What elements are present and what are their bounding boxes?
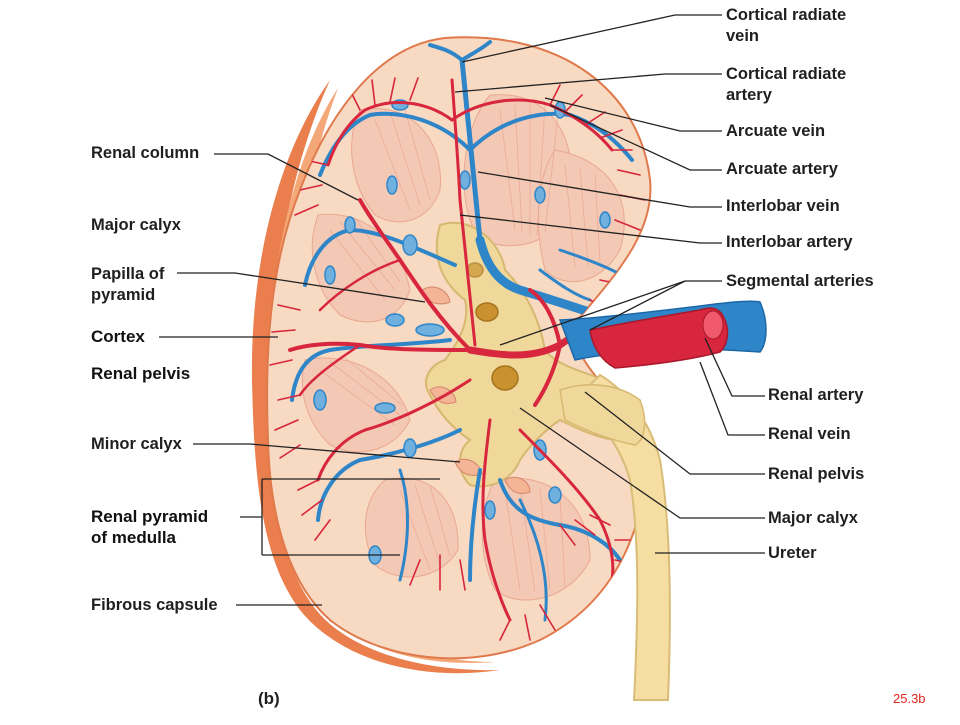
label-major-calyx-left: Major calyx [91, 216, 181, 234]
label-renal-pyramid-line-2: of medulla [91, 528, 177, 547]
leader-lines [159, 14, 765, 606]
renal-artery-lumen-icon [702, 310, 724, 340]
label-cortical-radiate-artery-line-2: artery [726, 86, 772, 104]
label-renal-artery: Renal artery [768, 386, 864, 404]
label-renal-vein: Renal vein [768, 425, 851, 443]
renal-pelvis-outlet [559, 384, 646, 446]
vein-cross-sections [313, 99, 611, 565]
renal-artery-vessel [589, 307, 729, 369]
calyx-openings [466, 262, 519, 391]
ureter-shape [573, 373, 671, 701]
label-papilla-of-pyramid: Papilla of pyramid [91, 264, 164, 306]
label-arcuate-vein: Arcuate vein [726, 122, 826, 140]
label-cortical-radiate-artery: Cortical radiate artery [726, 64, 846, 106]
label-renal-column: Renal column [91, 144, 200, 162]
label-fibrous-capsule: Fibrous capsule [91, 596, 218, 614]
label-minor-calyx: Minor calyx [91, 435, 182, 453]
label-cortical-radiate-artery-line-1: Cortical radiate [726, 65, 847, 83]
label-papilla-line-2: pyramid [91, 286, 156, 304]
label-renal-pyramid-of-medulla: Renal pyramid of medulla [91, 506, 208, 548]
panel-tag: (b) [258, 689, 280, 708]
label-renal-pelvis-right: Renal pelvis [768, 465, 865, 483]
label-major-calyx-right: Major calyx [768, 509, 858, 527]
label-interlobar-vein: Interlobar vein [726, 197, 840, 215]
label-cortex: Cortex [91, 327, 145, 346]
label-cortical-radiate-vein: Cortical radiate vein [726, 5, 846, 47]
label-interlobar-artery: Interlobar artery [726, 233, 853, 251]
label-renal-pyramid-line-1: Renal pyramid [91, 507, 209, 526]
pyramid-striations [319, 102, 601, 593]
minor-calyces [419, 286, 531, 494]
renal-arteries [288, 78, 644, 622]
label-cortical-radiate-vein-line-1: Cortical radiate [726, 6, 847, 24]
label-arcuate-artery: Arcuate artery [726, 160, 838, 178]
label-renal-pelvis-left: Renal pelvis [91, 364, 191, 383]
label-segmental-arteries: Segmental arteries [726, 272, 874, 290]
figure-reference: 25.3b [893, 691, 926, 706]
label-ureter: Ureter [768, 544, 817, 562]
label-papilla-line-1: Papilla of [91, 265, 165, 283]
label-cortical-radiate-vein-line-2: vein [726, 27, 760, 45]
